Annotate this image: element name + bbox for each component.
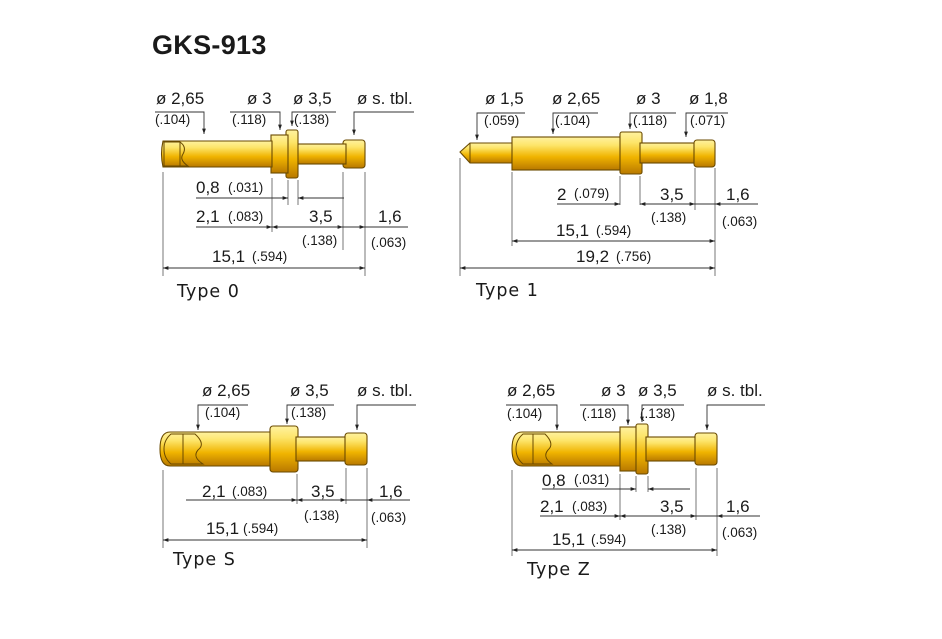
type-0-d2-sub: (.118) (232, 112, 266, 127)
type-s-label: Type S (172, 550, 236, 570)
type-s-l3-main: 1,6 (379, 482, 403, 501)
type-s-drawing: ø 2,65 (.104) ø 3,5 (.138) ø s. tbl. 2,1… (159, 381, 416, 570)
type-1-diameter-callouts: ø 1,5 (.059) ø 2,65 (.104) ø 3 (.118) ø … (475, 89, 728, 140)
type-1-l1-main: 2 (557, 185, 566, 204)
type-0-d2-main: ø 3 (247, 89, 272, 108)
type-0-d1-main: ø 2,65 (156, 89, 204, 108)
type-0-d1-sub: (.104) (155, 112, 190, 127)
type-z-l2-main: 2,1 (540, 497, 564, 516)
type-0-pin (160, 129, 366, 179)
type-1-d1-main: ø 1,5 (485, 89, 524, 108)
type-1-d3-main: ø 3 (636, 89, 661, 108)
type-0-d3-main: ø 3,5 (293, 89, 332, 108)
type-s-l1-sub: (.083) (232, 484, 267, 499)
type-z-l3-sub: (.138) (651, 522, 686, 537)
type-1-length-dims: 2 (.079) 3,5 (.138) 1,6 (.063) 15,1 (.59… (459, 158, 758, 276)
type-s-d3-main: ø s. tbl. (357, 381, 413, 400)
type-1-d2-sub: (.104) (555, 113, 590, 128)
type-s-length-dims: 2,1 (.083) 3,5 (.138) 1,6 (.063) 15,1 (.… (162, 468, 410, 548)
type-1-l3-main: 1,6 (726, 185, 750, 204)
type-0-l4-main: 1,6 (378, 207, 402, 226)
type-0-l2-main: 2,1 (196, 207, 220, 226)
type-z-label: Type Z (526, 560, 591, 580)
type-0-l2-sub: (.083) (228, 209, 263, 224)
type-s-d2-sub: (.138) (291, 405, 326, 420)
type-1-l2-sub: (.138) (651, 210, 686, 225)
type-0-d4-main: ø s. tbl. (357, 89, 413, 108)
type-1-d3-sub: (.118) (633, 113, 667, 128)
type-0-l3-main: 3,5 (309, 207, 333, 226)
type-0-drawing: ø 2,65 (.104) ø 3 (.118) ø 3,5 (.138) ø … (155, 89, 414, 302)
type-0-l1-main: 0,8 (196, 178, 220, 197)
type-z-l2-sub: (.083) (572, 499, 607, 514)
type-s-diameter-callouts: ø 2,65 (.104) ø 3,5 (.138) ø s. tbl. (196, 381, 416, 430)
type-0-label: Type 0 (176, 282, 240, 302)
type-0-l5-main: 15,1 (212, 247, 245, 266)
type-0-diameter-callouts: ø 2,65 (.104) ø 3 (.118) ø 3,5 (.138) ø … (155, 89, 414, 135)
type-1-l2-main: 3,5 (660, 185, 684, 204)
type-1-pin (459, 131, 716, 175)
type-s-d2-main: ø 3,5 (290, 381, 329, 400)
type-1-l4-main: 15,1 (556, 221, 589, 240)
type-z-d4-main: ø s. tbl. (707, 381, 763, 400)
type-z-l5-main: 15,1 (552, 530, 585, 549)
type-z-drawing: ø 2,65 (.104) ø 3 (.118) ø 3,5 (.138) ø … (506, 381, 765, 580)
type-1-drawing: ø 1,5 (.059) ø 2,65 (.104) ø 3 (.118) ø … (459, 89, 758, 301)
type-s-l3-sub: (.063) (371, 510, 406, 525)
type-z-d2-main: ø 3 (601, 381, 626, 400)
type-1-label: Type 1 (475, 281, 539, 301)
type-z-d3-main: ø 3,5 (638, 381, 677, 400)
type-1-l1-sub: (.079) (574, 186, 609, 201)
type-z-length-dims: 0,8 (.031) 2,1 (.083) 3,5 (.138) 1,6 (.0… (511, 468, 760, 556)
type-s-l1-main: 2,1 (202, 482, 226, 501)
type-s-l2-main: 3,5 (311, 482, 335, 501)
type-1-d4-sub: (.071) (690, 113, 725, 128)
type-z-d1-sub: (.104) (507, 406, 542, 421)
type-0-l4-sub: (.063) (371, 235, 406, 250)
type-0-l5-sub: (.594) (252, 249, 287, 264)
type-z-l5-sub: (.594) (591, 532, 626, 547)
type-s-d1-sub: (.104) (205, 405, 240, 420)
page-title: GKS-913 (152, 30, 267, 60)
type-s-pin (159, 425, 368, 473)
type-0-l1-sub: (.031) (228, 180, 263, 195)
type-s-d1-main: ø 2,65 (202, 381, 250, 400)
type-s-l2-sub: (.138) (304, 508, 339, 523)
type-0-length-dims: 0,8 (.031) 2,1 (.083) 3,5 (.138) 1,6 (.0… (162, 172, 408, 276)
type-z-l4-sub: (.063) (722, 525, 757, 540)
type-0-d3-sub: (.138) (294, 112, 329, 127)
type-z-pin (511, 423, 718, 475)
type-1-l5-main: 19,2 (576, 247, 609, 266)
type-z-d1-main: ø 2,65 (507, 381, 555, 400)
type-z-l4-main: 1,6 (726, 497, 750, 516)
type-1-d4-main: ø 1,8 (689, 89, 728, 108)
type-z-d3-sub: (.138) (640, 406, 675, 421)
type-z-l1-sub: (.031) (574, 472, 609, 487)
type-z-l3-main: 3,5 (660, 497, 684, 516)
type-s-l4-sub: (.594) (243, 521, 278, 536)
type-0-l3-sub: (.138) (302, 233, 337, 248)
type-z-l1-main: 0,8 (542, 471, 566, 490)
type-1-l4-sub: (.594) (596, 223, 631, 238)
type-1-d2-main: ø 2,65 (552, 89, 600, 108)
type-1-l3-sub: (.063) (722, 214, 757, 229)
type-z-d2-sub: (.118) (582, 406, 616, 421)
type-1-d1-sub: (.059) (484, 113, 519, 128)
type-1-l5-sub: (.756) (616, 249, 651, 264)
type-z-diameter-callouts: ø 2,65 (.104) ø 3 (.118) ø 3,5 (.138) ø … (506, 381, 765, 430)
type-s-l4-main: 15,1 (206, 519, 239, 538)
